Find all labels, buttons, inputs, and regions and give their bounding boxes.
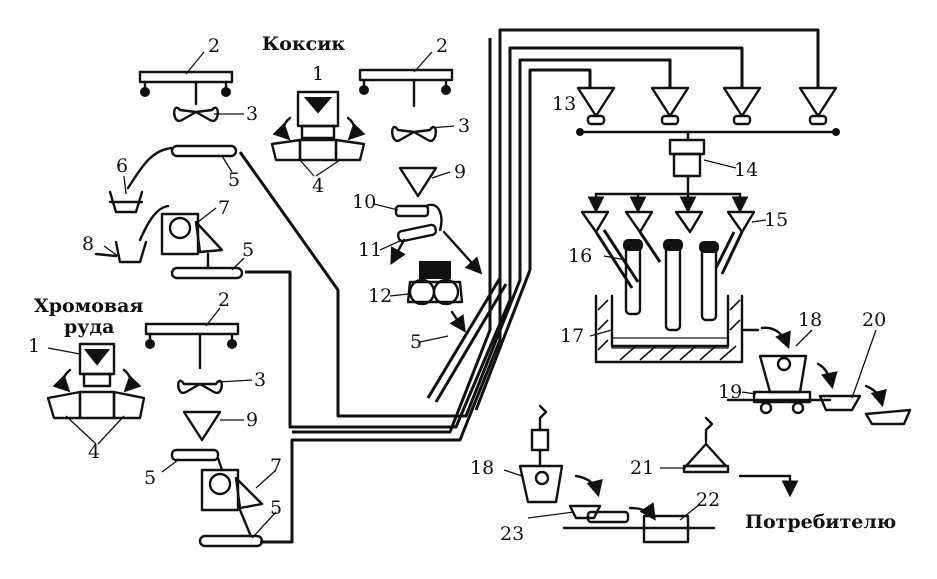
chrome-ore-label-line1: Хромовая — [34, 295, 143, 317]
label-4-ore: 4 — [88, 441, 100, 463]
hopper-9-top — [394, 166, 443, 232]
label-22: 22 — [696, 489, 720, 511]
label-21: 21 — [630, 457, 654, 479]
mill-12 — [406, 261, 466, 333]
conveyor-5-bottom — [198, 508, 264, 548]
bunker-6 — [108, 190, 144, 214]
label-3-koksik-left: 3 — [246, 103, 258, 125]
label-18-right: 18 — [798, 309, 822, 331]
label-7-bottom: 7 — [270, 455, 282, 477]
hopper-9-bottom — [170, 410, 222, 462]
koksik-crane-left — [138, 70, 234, 123]
weigher-14 — [587, 130, 749, 214]
label-6: 6 — [116, 155, 128, 177]
crusher-7-bottom — [200, 456, 264, 512]
label-10: 10 — [352, 191, 376, 213]
koksik-unloader — [270, 90, 366, 162]
label-1-koksik: 1 — [312, 63, 324, 85]
chrome-ore-label-line2: руда — [64, 316, 114, 338]
number-labels: 2 2 1 3 3 4 5 6 7 8 5 9 10 11 12 5 1 2 3… — [28, 35, 886, 545]
label-4-koksik: 4 — [312, 175, 324, 197]
furnace-17 — [594, 294, 760, 364]
label-5-bottom-left: 5 — [144, 467, 156, 489]
label-3-koksik-right: 3 — [458, 115, 470, 137]
ladle-crane-18-bottom — [518, 404, 603, 504]
label-19: 19 — [718, 381, 742, 403]
label-5-middle: 5 — [242, 239, 254, 261]
label-14: 14 — [734, 159, 758, 181]
label-11: 11 — [358, 239, 382, 261]
furnace-hoppers-15 — [580, 210, 756, 289]
label-15: 15 — [764, 209, 788, 231]
label-5-bottom: 5 — [270, 497, 282, 519]
label-9-bottom: 9 — [246, 409, 258, 431]
label-5-incline: 5 — [410, 331, 422, 353]
label-8: 8 — [82, 233, 94, 255]
label-16: 16 — [568, 245, 592, 267]
consumer-label: Потребителю — [745, 511, 896, 533]
leader-lines — [47, 51, 877, 539]
conveyor-pipes — [238, 28, 820, 544]
bunker-8 — [94, 240, 148, 264]
granulator-23 — [562, 502, 716, 530]
label-13: 13 — [552, 93, 576, 115]
container-22 — [642, 514, 690, 544]
bunkers-13 — [576, 86, 840, 136]
label-2-ore: 2 — [218, 289, 230, 311]
ladle-car-18-19 — [726, 326, 832, 415]
mould-20 — [816, 362, 912, 426]
label-2-koksik-right: 2 — [436, 35, 448, 57]
label-12: 12 — [368, 285, 392, 307]
label-20: 20 — [862, 309, 886, 331]
label-3-ore: 3 — [254, 369, 266, 391]
label-1-ore: 1 — [28, 335, 40, 357]
koksik-crane-right — [358, 68, 454, 143]
label-7-top: 7 — [218, 197, 230, 219]
ore-unloader — [46, 342, 146, 420]
koksik-label: Коксик — [262, 33, 345, 55]
electrodes-16 — [623, 239, 719, 332]
crane-21 — [682, 416, 799, 498]
feeder-11 — [390, 223, 483, 275]
label-18-bottom: 18 — [470, 457, 494, 479]
conveyor-5-middle — [170, 252, 244, 280]
label-9-top: 9 — [454, 161, 466, 183]
crusher-7-top — [138, 204, 224, 256]
label-17: 17 — [560, 325, 584, 347]
label-5-koksik: 5 — [228, 169, 240, 191]
ore-crane — [144, 322, 240, 395]
koksik-conveyor — [126, 144, 238, 190]
label-23: 23 — [500, 523, 524, 545]
label-2-koksik-left: 2 — [208, 35, 220, 57]
